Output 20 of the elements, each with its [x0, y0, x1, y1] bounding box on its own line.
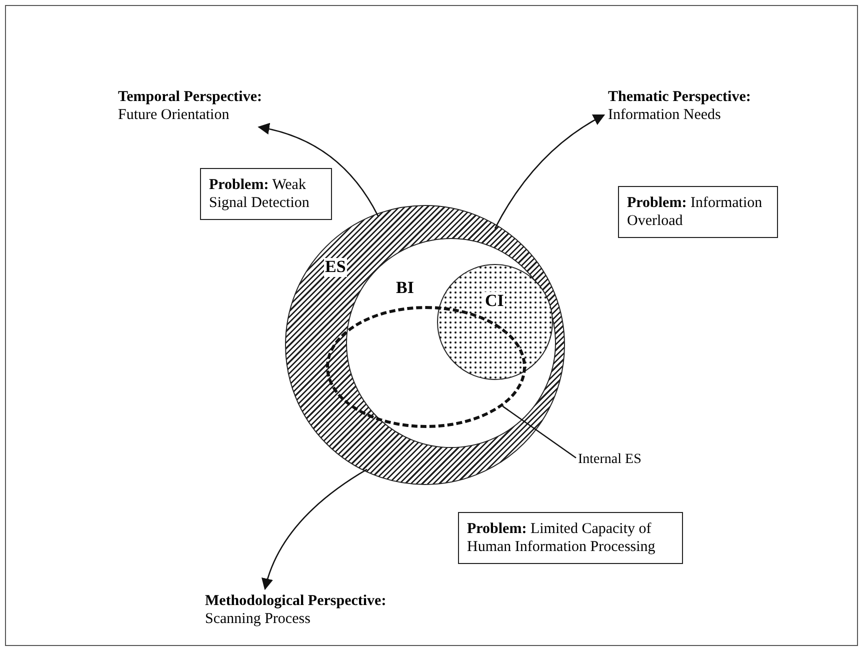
circle-label: ES [324, 258, 347, 277]
problem-box [458, 512, 683, 564]
perspective-text: Scanning Process [205, 610, 312, 628]
curved-arrow [258, 123, 379, 216]
circle-label: CI [484, 292, 505, 311]
callout-text: Internal ES [578, 452, 642, 469]
perspective-text: Information Needs [608, 106, 722, 124]
problem-box [200, 168, 332, 220]
dashed-ellipse [326, 306, 526, 428]
perspective-heading: Thematic Perspective: [608, 88, 752, 106]
curved-arrow [494, 114, 606, 229]
middle-circle [346, 238, 556, 448]
perspective-heading: Methodological Perspective: [205, 592, 388, 610]
problem-box [618, 186, 778, 238]
perspective-heading: Temporal Perspective: [118, 88, 263, 106]
problem-text: Problem: Limited Capacity of Human Information Processing [467, 521, 656, 555]
curved-arrow [262, 468, 368, 590]
perspective-text: Future Orientation [118, 106, 230, 124]
problem-text: Problem: Weak Signal Detection [209, 177, 310, 211]
problem-text: Problem: Information Overload [627, 195, 762, 229]
